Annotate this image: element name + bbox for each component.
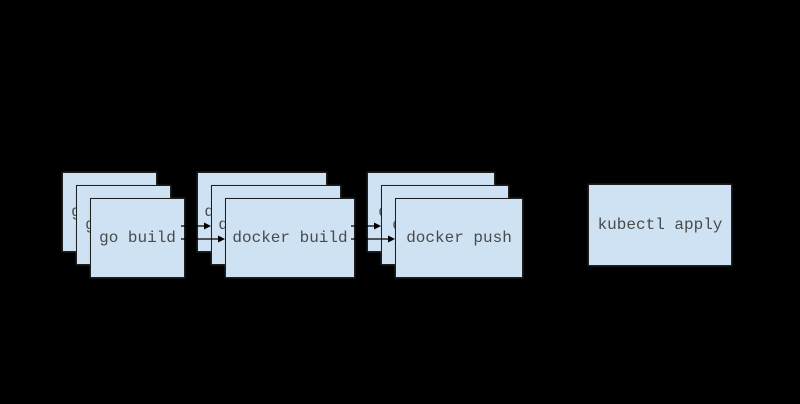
go-build-box-front: go build bbox=[90, 198, 185, 278]
docker-build-label: docker build bbox=[232, 229, 348, 247]
docker-build-box-front: docker build bbox=[225, 198, 355, 278]
kubectl-apply-label: kubectl apply bbox=[597, 216, 723, 234]
docker-push-box-front: docker push bbox=[395, 198, 523, 278]
go-build-label: go build bbox=[99, 229, 176, 247]
docker-push-label: docker push bbox=[406, 229, 512, 247]
kubectl-apply-box-single: kubectl apply bbox=[588, 184, 732, 266]
